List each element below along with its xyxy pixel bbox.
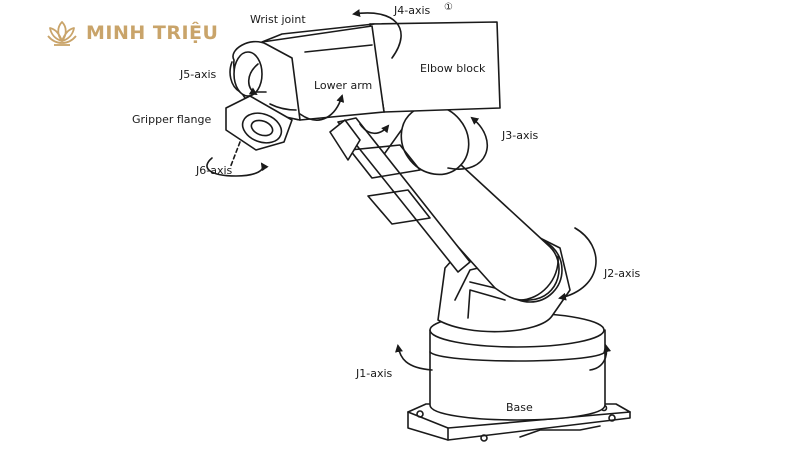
label-j2-axis: J2-axis xyxy=(604,267,641,280)
label-lower-arm: Lower arm xyxy=(314,79,373,92)
upper-arm xyxy=(379,104,560,302)
brand-name: MINH TRIỆU xyxy=(86,22,219,44)
truss-rotation-arrow xyxy=(359,123,390,135)
j1-rotation-arrow-right xyxy=(589,344,612,371)
link-truss xyxy=(329,117,471,273)
j5-rotation-arrow xyxy=(247,63,259,96)
brand-logo: MINH TRIỆU xyxy=(44,18,218,48)
label-j5-axis: J5-axis xyxy=(180,68,217,81)
label-j4-axis: J4-axis xyxy=(394,4,431,17)
j4-rotation-arrow xyxy=(352,9,402,59)
j2-rotation-arrow xyxy=(558,227,597,301)
label-wrist-joint: Wrist joint xyxy=(250,13,306,26)
j1-rotation-arrow-left xyxy=(395,344,433,371)
label-j4-marker: ① xyxy=(444,2,453,13)
j3-rotation-arrow xyxy=(447,116,489,170)
lotus-logo-icon xyxy=(47,21,77,46)
label-j6-axis: J6-axis xyxy=(196,164,233,177)
label-elbow-block: Elbow block xyxy=(420,62,486,75)
j6-axis-line xyxy=(229,141,241,169)
gripper-flange xyxy=(225,95,293,151)
label-base: Base xyxy=(506,401,533,414)
j6-rotation-arrow xyxy=(206,157,269,177)
label-gripper-flange: Gripper flange xyxy=(132,113,212,126)
lower-arm-rotation-arrow xyxy=(299,94,345,121)
label-j3-axis: J3-axis xyxy=(502,129,539,142)
label-j1-axis: J1-axis xyxy=(356,367,393,380)
